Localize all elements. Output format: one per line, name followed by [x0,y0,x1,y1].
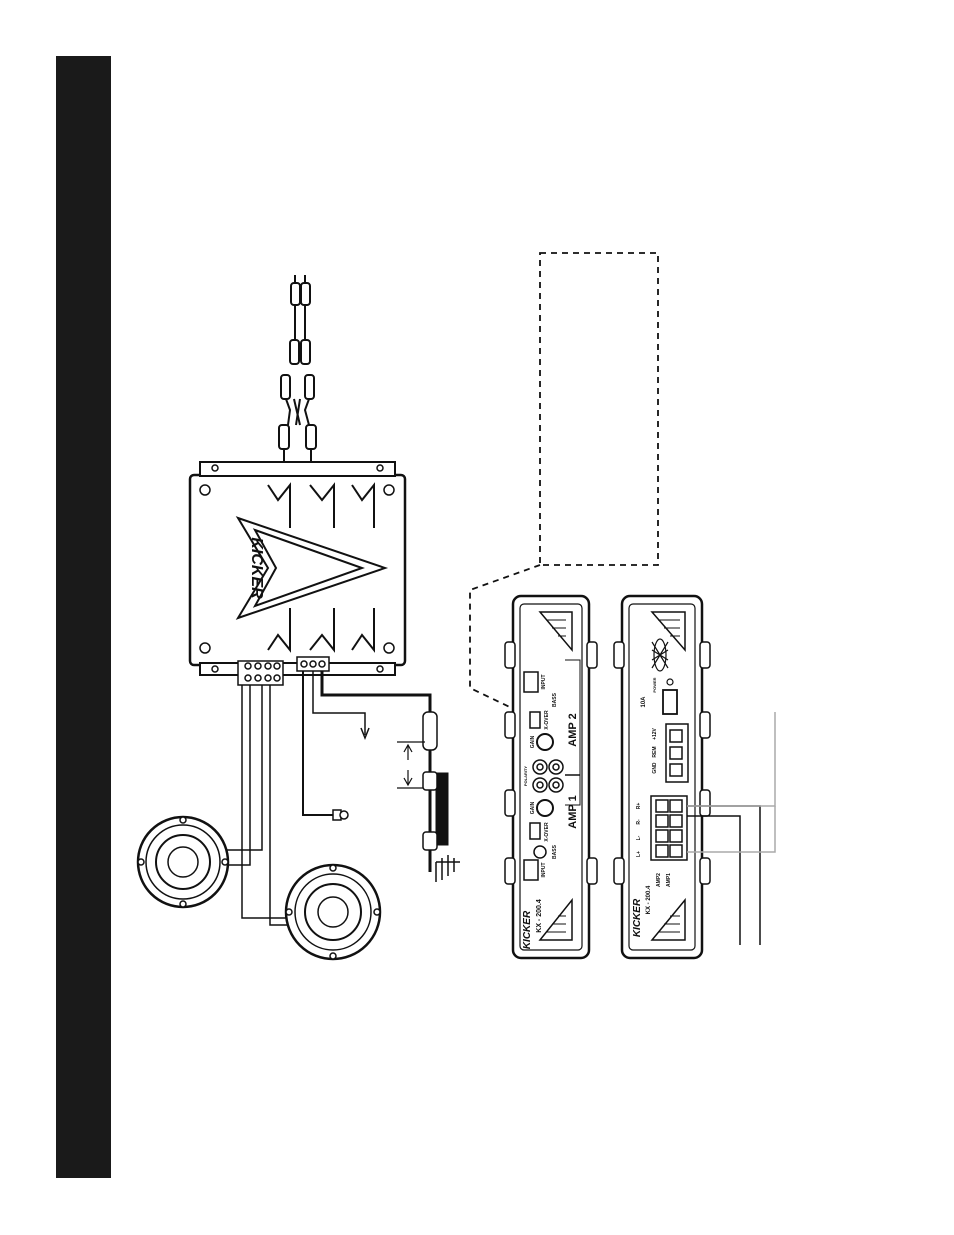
power-term-gnd: GND [652,762,658,774]
gain-knob-amp1 [537,800,553,816]
crossover-label-amp2: X-OVER [544,710,550,730]
speaker-right [286,865,380,959]
input-jack-bottom [524,860,538,880]
ground-ring-terminal [333,810,348,820]
distance-arrows [397,742,425,788]
input-label-bottom: INPUT [541,863,547,878]
amp2-terminal-label: AMP2 [656,873,662,887]
speaker-left [138,817,228,907]
power-terminal-block [297,657,329,671]
polarity-label: POLARITY [523,766,528,787]
bass-knob-amp1 [534,846,546,858]
speaker-term-l-minus: L- [636,835,642,840]
rca-plug-top-right [301,275,310,305]
ground-symbol-icon [430,850,460,882]
amp2-label: AMP 2 [567,713,579,746]
amp-front-brand: KICKER [522,910,533,949]
amp1-terminal-label: AMP1 [666,873,672,887]
rca-cables [279,275,316,462]
amp-rear-model: KX - 200.4 [646,885,652,914]
fuse-holder [423,712,437,750]
rca-plug-top-left [291,275,300,305]
amp-rear-brand: KICKER [632,898,643,937]
input-jack-top [524,672,538,692]
bass-label-amp2: BASS [552,692,558,707]
gain-knob-amp2 [537,734,553,750]
speaker-terminal-rear [651,796,687,860]
power-terminal-rear [666,724,688,782]
speaker-term-r-plus: R+ [636,803,642,810]
speaker-terminal-block [238,661,283,685]
bass-label-amp1: BASS [552,844,558,859]
crossover-label-amp1: X-OVER [544,822,550,842]
power-term-12v: +12V [652,727,658,739]
crossover-switch-amp2 [530,712,540,728]
amp-fuse [663,690,677,714]
amp-front-model: KX - 200.4 [536,899,543,933]
power-led-label: POWER [652,677,657,692]
gain-label-amp1: GAIN [530,801,536,814]
speaker-term-r-minus: R- [636,819,642,825]
gain-label-amp2: GAIN [530,735,536,748]
power-led [667,679,673,685]
fuse-label: 10A [641,696,647,708]
speaker-term-l-plus: L+ [636,851,642,857]
amp-power-panel: POWER 10A GND REM +12V R+ R- L- L+ AMP2 … [614,596,710,958]
amp1-label: AMP 1 [567,795,579,828]
crossover-switch-amp1 [530,823,540,839]
power-term-rem: REM [652,746,658,757]
amp-top-brand: KICKER [248,537,265,599]
input-label-top: INPUT [541,675,547,690]
amp-input-panel: AMP 2 AMP 1 GAIN GAIN X-OVER X-OVER BASS… [505,596,597,958]
battery [423,772,448,850]
amplifier-top-view: KICKER [190,462,405,685]
